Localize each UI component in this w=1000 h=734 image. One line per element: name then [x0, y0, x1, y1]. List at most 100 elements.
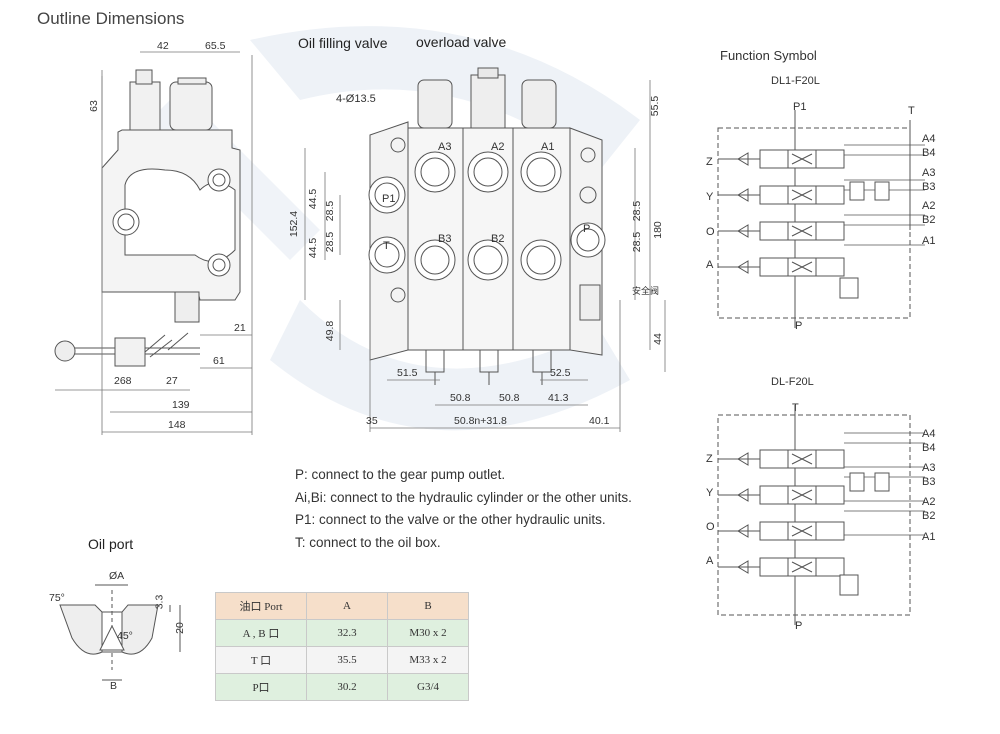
oil-port-angle-45: 45° [117, 630, 133, 642]
note-p1: P1: connect to the valve or the other hy… [295, 512, 606, 527]
d2-label-p: P [795, 620, 803, 632]
dim-268: 268 [114, 375, 132, 387]
port-label-b2: B2 [491, 233, 505, 245]
d2-label-b3: B3 [922, 476, 936, 488]
port-label-p: P [583, 223, 591, 235]
table-header-cell: 油口 Port [215, 592, 307, 620]
d2-label-z: Z [706, 453, 713, 465]
overload-valve-callout: overload valve [416, 34, 507, 50]
table-cell: P口 [215, 673, 307, 701]
d1-label-a4: A4 [922, 133, 936, 145]
notes-block: P: connect to the gear pump outlet. Ai,B… [295, 464, 632, 554]
port-spec-table: 油口 Port A B A , B 口 32.3 M30 x 2 T 口 35.… [215, 592, 469, 701]
port-label-p1: P1 [382, 193, 396, 205]
note-p: P: connect to the gear pump outlet. [295, 467, 506, 482]
dim-148: 148 [168, 419, 186, 431]
oil-port-title: Oil port [88, 536, 134, 552]
port-label-t: T [383, 240, 390, 252]
d2-label-a3: A3 [922, 462, 936, 474]
dim-28-5-right-top: 28.5 [631, 200, 644, 222]
oil-port-width: B [110, 680, 118, 692]
table-cell: 30.2 [306, 673, 388, 701]
bolt-hole-callout: 4-Ø13.5 [336, 93, 376, 105]
dim-63: 63 [87, 100, 100, 112]
dim-44-5-bottom: 44.5 [307, 237, 320, 259]
d2-label-a: A [706, 555, 714, 567]
d1-label-b3: B3 [922, 181, 936, 193]
dim-180: 180 [651, 221, 664, 239]
dim-50-8-a: 50.8 [450, 392, 471, 404]
dim-21: 21 [234, 322, 246, 334]
table-cell: 35.5 [306, 646, 388, 674]
dim-41-3: 41.3 [548, 392, 569, 404]
dim-40-1: 40.1 [589, 415, 610, 427]
table-row: A , B 口 32.3 M30 x 2 [215, 619, 469, 647]
dim-139: 139 [172, 399, 190, 411]
table-cell: G3/4 [387, 673, 469, 701]
d1-label-a1: A1 [922, 235, 936, 247]
d1-label-a2: A2 [922, 200, 936, 212]
dim-28-5-right-bottom: 28.5 [631, 231, 644, 253]
dim-152-4: 152.4 [288, 210, 301, 238]
oil-port-depth-20: 20 [173, 622, 186, 634]
dim-49-8: 49.8 [324, 320, 337, 342]
table-header-cell: A [306, 592, 388, 620]
d2-label-t: T [792, 402, 799, 414]
function-symbol-diagram-1 [717, 110, 925, 328]
note-ai-bi: Ai,Bi: connect to the hydraulic cylinder… [295, 489, 632, 505]
port-label-a2: A2 [491, 141, 505, 153]
table-row: T 口 35.5 M33 x 2 [215, 646, 469, 674]
oil-port-diameter: ØA [109, 570, 125, 582]
table-header-row: 油口 Port A B [215, 592, 469, 620]
dim-55-5: 55.5 [649, 95, 662, 117]
d1-label-o: O [706, 226, 715, 238]
d1-label-a: A [706, 259, 714, 271]
dim-formula: 50.8n+31.8 [454, 415, 507, 427]
d2-label-b4: B4 [922, 442, 936, 454]
diagram1-model: DL1-F20L [771, 75, 820, 87]
d1-label-b4: B4 [922, 147, 936, 159]
d1-label-z: Z [706, 156, 713, 168]
d2-label-y: Y [706, 487, 714, 499]
d1-label-p: P [795, 320, 803, 332]
d2-label-a2: A2 [922, 496, 936, 508]
note-t: T: connect to the oil box. [295, 534, 441, 550]
table-row: P口 30.2 G3/4 [215, 673, 469, 701]
table-cell: 32.3 [306, 619, 388, 647]
dim-52-5: 52.5 [550, 367, 571, 379]
d2-label-o: O [706, 521, 715, 533]
port-label-a1: A1 [541, 141, 555, 153]
diagram2-model: DL-F20L [771, 376, 814, 388]
table-cell: M33 x 2 [387, 646, 469, 674]
table-cell: T 口 [215, 646, 307, 674]
table-header-cell: B [387, 592, 469, 620]
safety-valve-callout: 安全阀 [632, 286, 660, 296]
port-label-b3: B3 [438, 233, 452, 245]
dim-27: 27 [166, 375, 178, 387]
page-title: Outline Dimensions [37, 9, 185, 28]
d1-label-a3: A3 [922, 167, 936, 179]
dim-42: 42 [157, 40, 169, 52]
dim-51-5: 51.5 [397, 367, 418, 379]
dim-28-5-left-bottom: 28.5 [324, 231, 337, 253]
oil-port-angle-75: 75° [49, 592, 65, 604]
port-label-a3: A3 [438, 141, 452, 153]
table-cell: A , B 口 [215, 619, 307, 647]
dim-44: 44 [651, 333, 664, 345]
d2-label-a1: A1 [922, 531, 936, 543]
d1-label-t: T [908, 105, 915, 117]
d2-label-b2: B2 [922, 510, 936, 522]
function-symbol-diagram-2 [717, 405, 925, 625]
dim-50-8-b: 50.8 [499, 392, 520, 404]
d1-label-b2: B2 [922, 214, 936, 226]
dim-44-5-top: 44.5 [307, 188, 320, 210]
side-view-drawing [54, 51, 253, 435]
dim-35: 35 [366, 415, 378, 427]
dim-28-5-left-top: 28.5 [324, 200, 337, 222]
d1-label-y: Y [706, 191, 714, 203]
dim-61: 61 [213, 355, 225, 367]
oil-port-depth-3-3: 3.3 [153, 594, 166, 610]
table-cell: M30 x 2 [387, 619, 469, 647]
d2-label-a4: A4 [922, 428, 936, 440]
